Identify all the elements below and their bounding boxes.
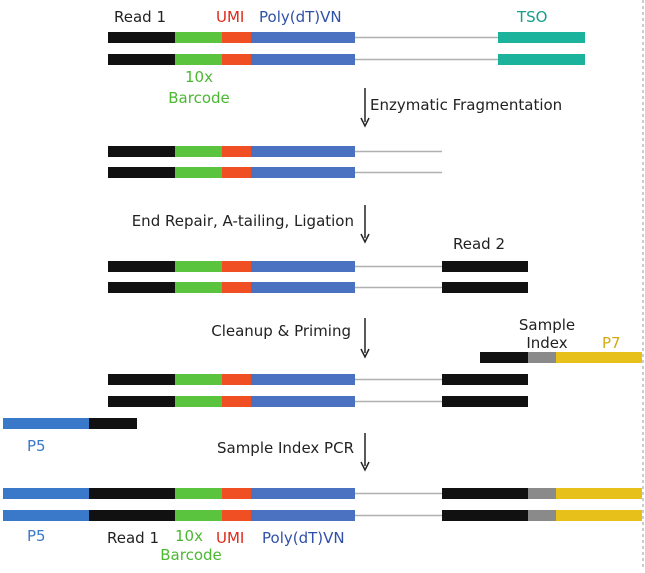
polydt-segment xyxy=(251,488,355,499)
tso-label: TSO xyxy=(516,8,548,26)
p5-segment xyxy=(3,488,89,499)
read2-segment xyxy=(442,374,528,385)
umi-segment xyxy=(222,32,251,43)
sample-index-segment xyxy=(528,510,556,521)
read1-segment xyxy=(108,282,175,293)
barcode-segment xyxy=(175,32,222,43)
barcode-label-line2: Barcode xyxy=(168,89,230,107)
final-library-strands xyxy=(3,488,642,521)
p5-segment xyxy=(3,418,89,429)
umi-segment xyxy=(222,167,251,178)
umi-label: UMI xyxy=(216,8,244,26)
polydt-segment xyxy=(251,396,355,407)
sample-index-segment xyxy=(528,488,556,499)
barcode-segment xyxy=(175,396,222,407)
polydt-segment xyxy=(251,510,355,521)
p7-label: P7 xyxy=(602,334,621,352)
read2-label: Read 2 xyxy=(453,235,505,253)
read1-label: Read 1 xyxy=(114,8,166,26)
polydt-segment xyxy=(251,282,355,293)
barcode-segment xyxy=(175,167,222,178)
arrow-head xyxy=(360,233,370,244)
p5-primer xyxy=(3,418,137,429)
polydt-segment xyxy=(251,261,355,272)
read1-primer-segment xyxy=(89,418,137,429)
step-arrow-4 xyxy=(360,433,370,472)
step-arrow-2 xyxy=(360,205,370,244)
barcode-label-bottom-line1: 10x xyxy=(175,527,203,545)
barcode-segment xyxy=(175,146,222,157)
p5-segment xyxy=(3,510,89,521)
read1-segment xyxy=(108,146,175,157)
read1-segment xyxy=(108,261,175,272)
p7-segment xyxy=(556,352,642,363)
polydt-segment xyxy=(251,374,355,385)
umi-segment xyxy=(222,396,251,407)
read2-segment xyxy=(442,488,528,499)
read1-segment xyxy=(108,32,175,43)
barcode-segment xyxy=(175,510,222,521)
polydt-segment xyxy=(251,167,355,178)
barcode-segment xyxy=(175,488,222,499)
stage-2-strands xyxy=(108,146,442,178)
polydt-label: Poly(dT)VN xyxy=(259,8,342,26)
step-arrow-1 xyxy=(360,88,370,128)
read2-segment xyxy=(442,396,528,407)
read1-segment xyxy=(108,54,175,65)
polydt-label-bottom: Poly(dT)VN xyxy=(262,529,345,547)
p5-label-top: P5 xyxy=(27,437,46,455)
umi-label-bottom: UMI xyxy=(216,529,244,547)
read2-primer-segment xyxy=(480,352,528,363)
umi-segment xyxy=(222,282,251,293)
umi-segment xyxy=(222,510,251,521)
umi-segment xyxy=(222,374,251,385)
read2-segment xyxy=(442,282,528,293)
step-3-label: Cleanup & Priming xyxy=(211,322,351,340)
step-4-label: Sample Index PCR xyxy=(217,439,354,457)
p5-label-bottom: P5 xyxy=(27,527,46,545)
polydt-segment xyxy=(251,32,355,43)
stage-4-strands xyxy=(108,374,528,407)
tso-segment xyxy=(498,32,585,43)
barcode-segment xyxy=(175,261,222,272)
read1-segment xyxy=(89,510,175,521)
read2-segment xyxy=(442,261,528,272)
umi-segment xyxy=(222,146,251,157)
read2-segment xyxy=(442,510,528,521)
tso-segment xyxy=(498,54,585,65)
read1-segment xyxy=(108,374,175,385)
read1-segment xyxy=(89,488,175,499)
sample-index-label-line1: Sample xyxy=(519,316,575,334)
p7-segment xyxy=(556,510,642,521)
p7-segment xyxy=(556,488,642,499)
step-2-label: End Repair, A-tailing, Ligation xyxy=(132,212,354,230)
arrow-head xyxy=(360,461,370,472)
umi-segment xyxy=(222,261,251,272)
sample-index-label-line2: Index xyxy=(526,334,567,352)
sample-index-segment xyxy=(528,352,556,363)
read1-segment xyxy=(108,396,175,407)
umi-segment xyxy=(222,54,251,65)
barcode-segment xyxy=(175,54,222,65)
polydt-segment xyxy=(251,54,355,65)
stage-1-strands xyxy=(108,32,585,65)
barcode-label-bottom-line2: Barcode xyxy=(160,546,222,564)
barcode-segment xyxy=(175,282,222,293)
read1-segment xyxy=(108,167,175,178)
arrow-head xyxy=(360,348,370,359)
barcode-segment xyxy=(175,374,222,385)
p7-primer xyxy=(480,352,642,363)
barcode-label-line1: 10x xyxy=(185,68,213,86)
arrow-head xyxy=(360,117,370,128)
stage-3-strands xyxy=(108,261,528,293)
step-arrow-3 xyxy=(360,318,370,359)
polydt-segment xyxy=(251,146,355,157)
umi-segment xyxy=(222,488,251,499)
step-1-label: Enzymatic Fragmentation xyxy=(370,96,562,114)
read1-label-bottom: Read 1 xyxy=(107,529,159,547)
